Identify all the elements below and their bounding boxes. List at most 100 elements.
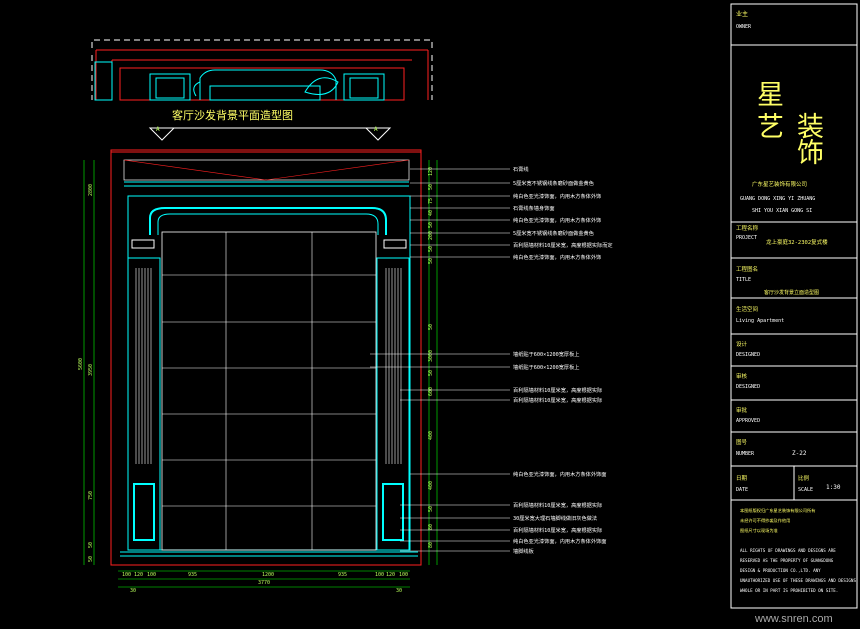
annotation-6: 百利隔墙材料10厘米宽，高度根据实际而定	[513, 241, 613, 249]
annotation-8: 墙纸贴于600×1200宽厚板上	[513, 350, 580, 358]
title-value: 客厅沙发背景立面造型图	[764, 289, 819, 296]
project-value: 龙上豪庭32-2302复式楼	[766, 238, 828, 246]
company-cn: 广东星艺装饰有限公司	[752, 180, 807, 188]
dim-right-9: 3000	[428, 350, 434, 362]
dim-bottom-7: 120	[386, 572, 395, 578]
annotation-11: 百利隔墙材料10厘米宽，高度根据实际	[513, 396, 602, 404]
leader-lines	[370, 168, 510, 552]
scale-en: SCALE	[798, 487, 813, 493]
dim-right-7: 50	[428, 258, 434, 264]
annotation-13: 百利隔墙材料10厘米宽，高度根据实际	[513, 501, 602, 509]
space-label: 生活空间	[736, 305, 758, 313]
number-value: Z-22	[792, 450, 807, 457]
dim-bottom-3: 935	[188, 572, 197, 578]
note-cn-3: 图纸尺寸以现场为准	[740, 527, 778, 534]
design-en: DESIGNED	[736, 352, 760, 358]
note-cn-1: 本图纸版权归广东星艺装饰有限公司所有	[740, 507, 815, 514]
date-label: 日期	[736, 475, 748, 482]
dim-bottom-6: 100	[375, 572, 384, 578]
project-label: 工程名称	[736, 224, 759, 232]
scale-value: 1:30	[826, 484, 841, 491]
project-en: PROJECT	[736, 235, 757, 241]
annotation-4: 纯白色亚光漆饰面，内用木方条体外饰	[513, 216, 601, 224]
right-dimensions: 120 50 75 40 50 200 50 50 50 3000 50 600…	[428, 167, 434, 548]
dim-bottom-low-0: 30	[130, 588, 136, 594]
annotation-1: 5厘米宽不锈钢线条磨砂面做金黄色	[513, 179, 594, 187]
section-mark-right: A	[374, 126, 378, 133]
dim-right-13: 400	[428, 481, 434, 490]
dim-left-2: 750	[88, 491, 94, 500]
plan-view	[91, 39, 433, 141]
title-en: TITLE	[736, 277, 751, 283]
dim-right-10: 50	[428, 370, 434, 376]
dim-right-15: 80	[428, 524, 434, 530]
annotations: 石膏线 5厘米宽不锈钢线条磨砂面做金黄色 纯白色亚光漆饰面，内用木方条体外饰 石…	[513, 165, 613, 555]
dim-left-3: 50	[88, 542, 94, 548]
left-dimensions: 5600 3950 2800 750 50 50	[78, 184, 94, 562]
client-en: OWNER	[736, 24, 752, 30]
annotation-17: 墙脚线板	[513, 547, 535, 555]
bottom-dimensions: 100 120 100 935 1200 935 100 120 100 377…	[122, 572, 408, 594]
logo-char-4: 饰	[797, 138, 824, 169]
note-en-5: WHOLE OR IN PART IS PROHIBITED ON SITE.	[740, 588, 838, 593]
dim-right-8: 50	[428, 324, 434, 330]
number-en: NUMBER	[736, 451, 755, 457]
elevation-view	[83, 149, 438, 588]
annotation-12: 纯白色亚光漆饰面，内用木方条体外饰面	[513, 470, 606, 478]
annotation-3: 石膏线条墙身饰面	[513, 204, 555, 212]
dim-bottom-1: 120	[134, 572, 143, 578]
annotation-0: 石膏线	[513, 165, 529, 173]
annotation-15: 百利隔墙材料10厘米宽，高度根据实际	[513, 526, 602, 534]
dim-bottom-0: 100	[122, 572, 131, 578]
dim-left-0: 3950	[88, 364, 94, 376]
watermark: www.snren.com	[754, 613, 833, 625]
client-label: 业主	[736, 10, 748, 18]
approve-en: APPROVED	[736, 418, 760, 424]
logo-char-2: 艺	[757, 112, 784, 143]
annotation-7: 纯白色亚光漆饰面，内用木方条体外饰	[513, 253, 601, 261]
title-label: 工程图名	[736, 265, 758, 273]
note-cn-2: 未经许可不得抄袭及作他用	[740, 517, 790, 524]
dim-left-outer: 5600	[78, 358, 84, 370]
copyright-notes: 本图纸版权归广东星艺装饰有限公司所有 未经许可不得抄袭及作他用 图纸尺寸以现场为…	[740, 507, 856, 593]
annotation-9: 墙纸贴于600×1200宽厚板上	[513, 363, 580, 371]
dim-right-11: 600	[428, 387, 434, 396]
dim-bottom-total: 3770	[258, 580, 270, 586]
logo-char-3: 装	[797, 112, 824, 143]
dim-right-2: 75	[428, 198, 434, 204]
scale-label: 比例	[798, 474, 810, 482]
note-en-1: ALL RIGHTS OF DRAWINGS AND DESIGNS ARE	[740, 548, 836, 553]
annotation-14: 30厘米宽大理石墙脚线做旧灰色做法	[513, 514, 597, 522]
dim-right-12: 400	[428, 431, 434, 440]
check-en: DESIGNED	[736, 384, 760, 390]
design-label: 设计	[736, 340, 748, 348]
dim-right-16: 80	[428, 542, 434, 548]
dim-bottom-2: 100	[147, 572, 156, 578]
section-mark-left: A	[156, 126, 160, 133]
note-en-3: DESIGN & PRODUCTION CO.,LTD. ANY	[740, 568, 821, 573]
plan-title: 客厅沙发背景平面造型图	[172, 108, 293, 122]
dim-right-3: 40	[428, 210, 434, 216]
number-label: 图号	[736, 438, 748, 446]
note-en-4: UNAUTHORIZED USE OF THESE DRAWINGS AND D…	[740, 578, 856, 583]
dim-left-1: 2800	[88, 184, 94, 196]
title-block	[730, 3, 858, 609]
logo-char-1: 星	[757, 80, 784, 111]
dim-bottom-8: 100	[399, 572, 408, 578]
dim-right-0: 120	[428, 167, 434, 176]
dim-bottom-4: 1200	[262, 572, 274, 578]
dim-right-5: 200	[428, 231, 434, 240]
dim-right-4: 50	[428, 222, 434, 228]
company-en-1: GUANG DONG XING YI ZHUANG	[740, 196, 815, 202]
dim-bottom-5: 935	[338, 572, 347, 578]
annotation-16: 纯白色亚光漆饰面，内用木方条体外饰面	[513, 537, 606, 545]
dim-right-1: 50	[428, 184, 434, 190]
space-en: Living Apartment	[736, 318, 784, 324]
company-logo: 星 艺 装 饰	[757, 80, 824, 169]
date-en: DATE	[736, 487, 748, 493]
annotation-5: 5厘米宽不锈钢线条磨砂面做金黄色	[513, 229, 594, 237]
dim-left-4: 50	[88, 556, 94, 562]
check-label: 审核	[736, 372, 748, 380]
annotation-10: 百利隔墙材料10厘米宽，高度根据实际	[513, 386, 602, 394]
